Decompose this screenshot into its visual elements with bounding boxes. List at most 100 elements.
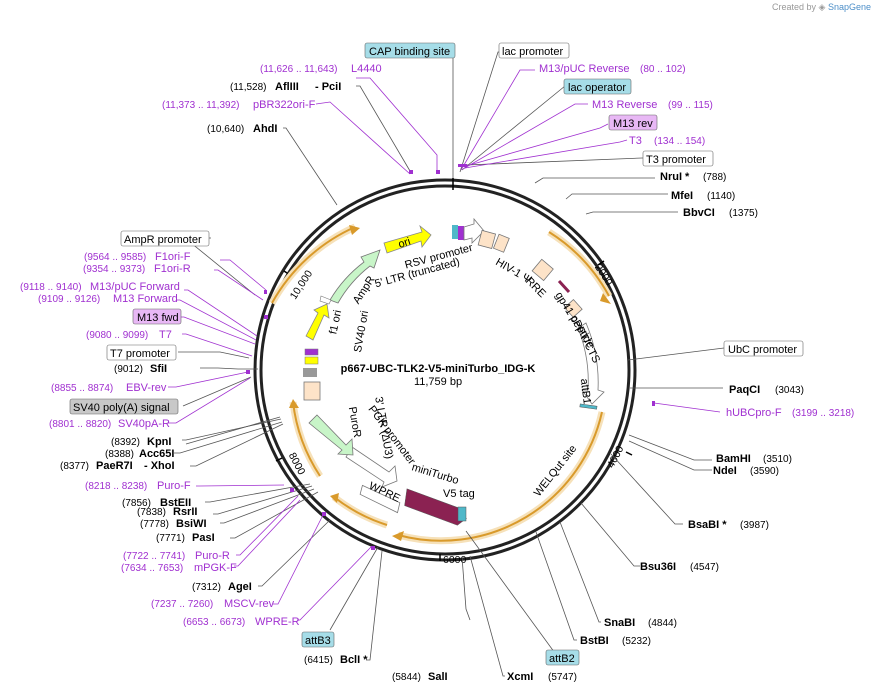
primer-site-f1ori-f [264,290,267,294]
puror-feature [308,414,354,456]
primer-mscv-rev-range: (7237 .. 7260) [151,599,213,610]
primer-m13-reverse: M13 Reverse [592,99,657,111]
orf-arc-5 [271,226,356,304]
lac-operator-label: lac operator [568,82,626,94]
primer-wpre-r: WPRE-R [255,616,300,628]
enzyme-nrui-pos: (788) [703,172,726,183]
box-lac-operator [563,78,632,95]
primer-f1ori-r: F1ori-R [154,263,191,275]
primer-pbr322-range: (11,373 .. 11,392) [162,100,239,111]
enzyme-mfei-pos: (1140) [707,191,735,202]
primer-puro-r: Puro-R [195,550,230,562]
ltr3-feature [303,381,321,401]
enzyme-xcmi-pos: (5747) [548,672,577,683]
orf-arc-4 [292,401,321,477]
rsv-promoter-arrow [463,217,485,244]
tick-4000 [625,451,633,456]
primer-l4440: L4440 [351,63,382,75]
enzyme-ndei-pos: (3590) [750,466,779,477]
box-attb2 [545,649,580,666]
miniturbo-label: miniTurbo [410,461,460,487]
enzyme-bstbi: BstBI [580,635,609,647]
tick-8000 [275,457,283,462]
enzyme-sfii-pos: (9012) [114,364,143,375]
orf-arc-2 [397,411,603,542]
orf-arrow-3 [330,493,339,503]
credit-brand: SnapGene [827,2,871,12]
orf-arc-1 [548,231,610,297]
enzyme-bsu36i-pos: (4547) [690,562,719,573]
primer-puro-r-range: (7722 .. 7741) [123,551,185,562]
primer-ebv-rev: EBV-rev [126,382,167,394]
ampr-promoter-label: AmpR promoter [124,234,202,246]
primer-site-f1ori-r [264,315,268,319]
primer-t7: T7 [159,329,172,341]
enzyme-afliii-pos: (11,528) [230,82,267,93]
f1ori-label: f1 ori [327,309,344,335]
enzyme-xcmi: XcmI [507,671,533,683]
sv40-polya-marker [303,368,317,377]
primer-hubcpro-range: (3199 .. 3218) [792,408,854,419]
primer-m13-forward: M13 Forward [113,293,178,305]
box-ampr-promoter [120,230,210,247]
primer-site-wpre-r [371,546,375,550]
v5-label: V5 tag [443,488,475,500]
ampr-feature [329,249,381,304]
primer-t3-range: (134 .. 154) [654,136,705,147]
t7-marker [304,348,319,356]
enzyme-ahdi-pos: (10,640) [207,124,244,135]
primer-m13puc-rev: M13/pUC Reverse [539,63,629,75]
enzyme-bsteii-pos: (7856) [122,498,151,509]
enzyme-bsteii: BstEII [160,497,191,509]
hiv-psi-feature [492,233,510,253]
enzyme-bsu36i: Bsu36I [640,561,676,573]
primer-m13-forward-range: (9109 .. 9126) [38,294,100,305]
primer-site-pbr322 [409,170,413,174]
tick-label-6000: 6000 [443,554,467,566]
orf-arrow-2 [392,531,404,541]
primer-sv40pa-r-range: (8801 .. 8820) [49,419,111,430]
orf-arrow-1 [600,293,611,304]
sv40-polya-label: SV40 poly(A) signal [73,402,170,414]
primer-f1ori-f-range: (9564 .. 9585) [84,252,146,263]
enzyme-nrui: NruI * [660,171,690,183]
enzyme-pasi: PasI [192,532,215,544]
box-cap-binding [364,42,456,59]
ubc-promoter-label: UbC promoter [728,344,797,356]
enzyme-acc65i: Acc65I [139,448,174,460]
primer-m13puc-fwd: M13/pUC Forward [90,281,180,293]
attb1-label: attB1 [578,378,593,405]
primer-wpre-r-range: (6653 .. 6673) [183,617,245,628]
primer-m13puc-rev-range: (80 .. 102) [640,64,686,75]
enzyme-ahdi: AhdI [253,123,277,135]
primer-t7-range: (9080 .. 9099) [86,330,148,341]
m13-rev-label: M13 rev [613,118,653,130]
primer-site-cluster [458,164,467,167]
plasmid-name: p667-UBC-TLK2-V5-miniTurbo_IDG-K [341,363,536,375]
primer-site-l4440 [436,170,440,174]
primer-puro-f: Puro-F [157,480,191,492]
gp41-marker [557,279,571,294]
enzyme-sfii: SfiI [150,363,167,375]
enzyme-bsabi-pos: (3987) [740,520,769,531]
primer-pbr322: pBR322ori-F [253,99,316,111]
enzyme-sali-pos: (5844) [392,672,421,683]
t3-promoter-label: T3 promoter [646,154,706,166]
primer-ebv-rev-range: (8855 .. 8874) [51,383,113,394]
enzyme-bsiwi: BsiWI [176,518,207,530]
enzyme-xhoi: - XhoI [144,460,175,472]
enzyme-xhoi-pos: (8377) [60,461,89,472]
enzyme-pcii: - PciI [315,81,341,93]
enzyme-ndei: NdeI [713,465,737,477]
ltr5-feature [477,229,497,250]
enzyme-paqci-pos: (3043) [775,385,804,396]
enzyme-snabi-pos: (4844) [648,618,677,629]
lac-promoter-label: lac promoter [502,46,563,58]
backbone-inner [259,184,631,556]
primer-site-mscv [322,512,326,516]
box-lac-promoter [498,42,570,59]
cppt-label: cPPT/CTS [568,313,602,365]
primer-puro-f-range: (8218 .. 8238) [85,481,147,492]
enzyme-paqci: PaqCI [729,384,760,396]
